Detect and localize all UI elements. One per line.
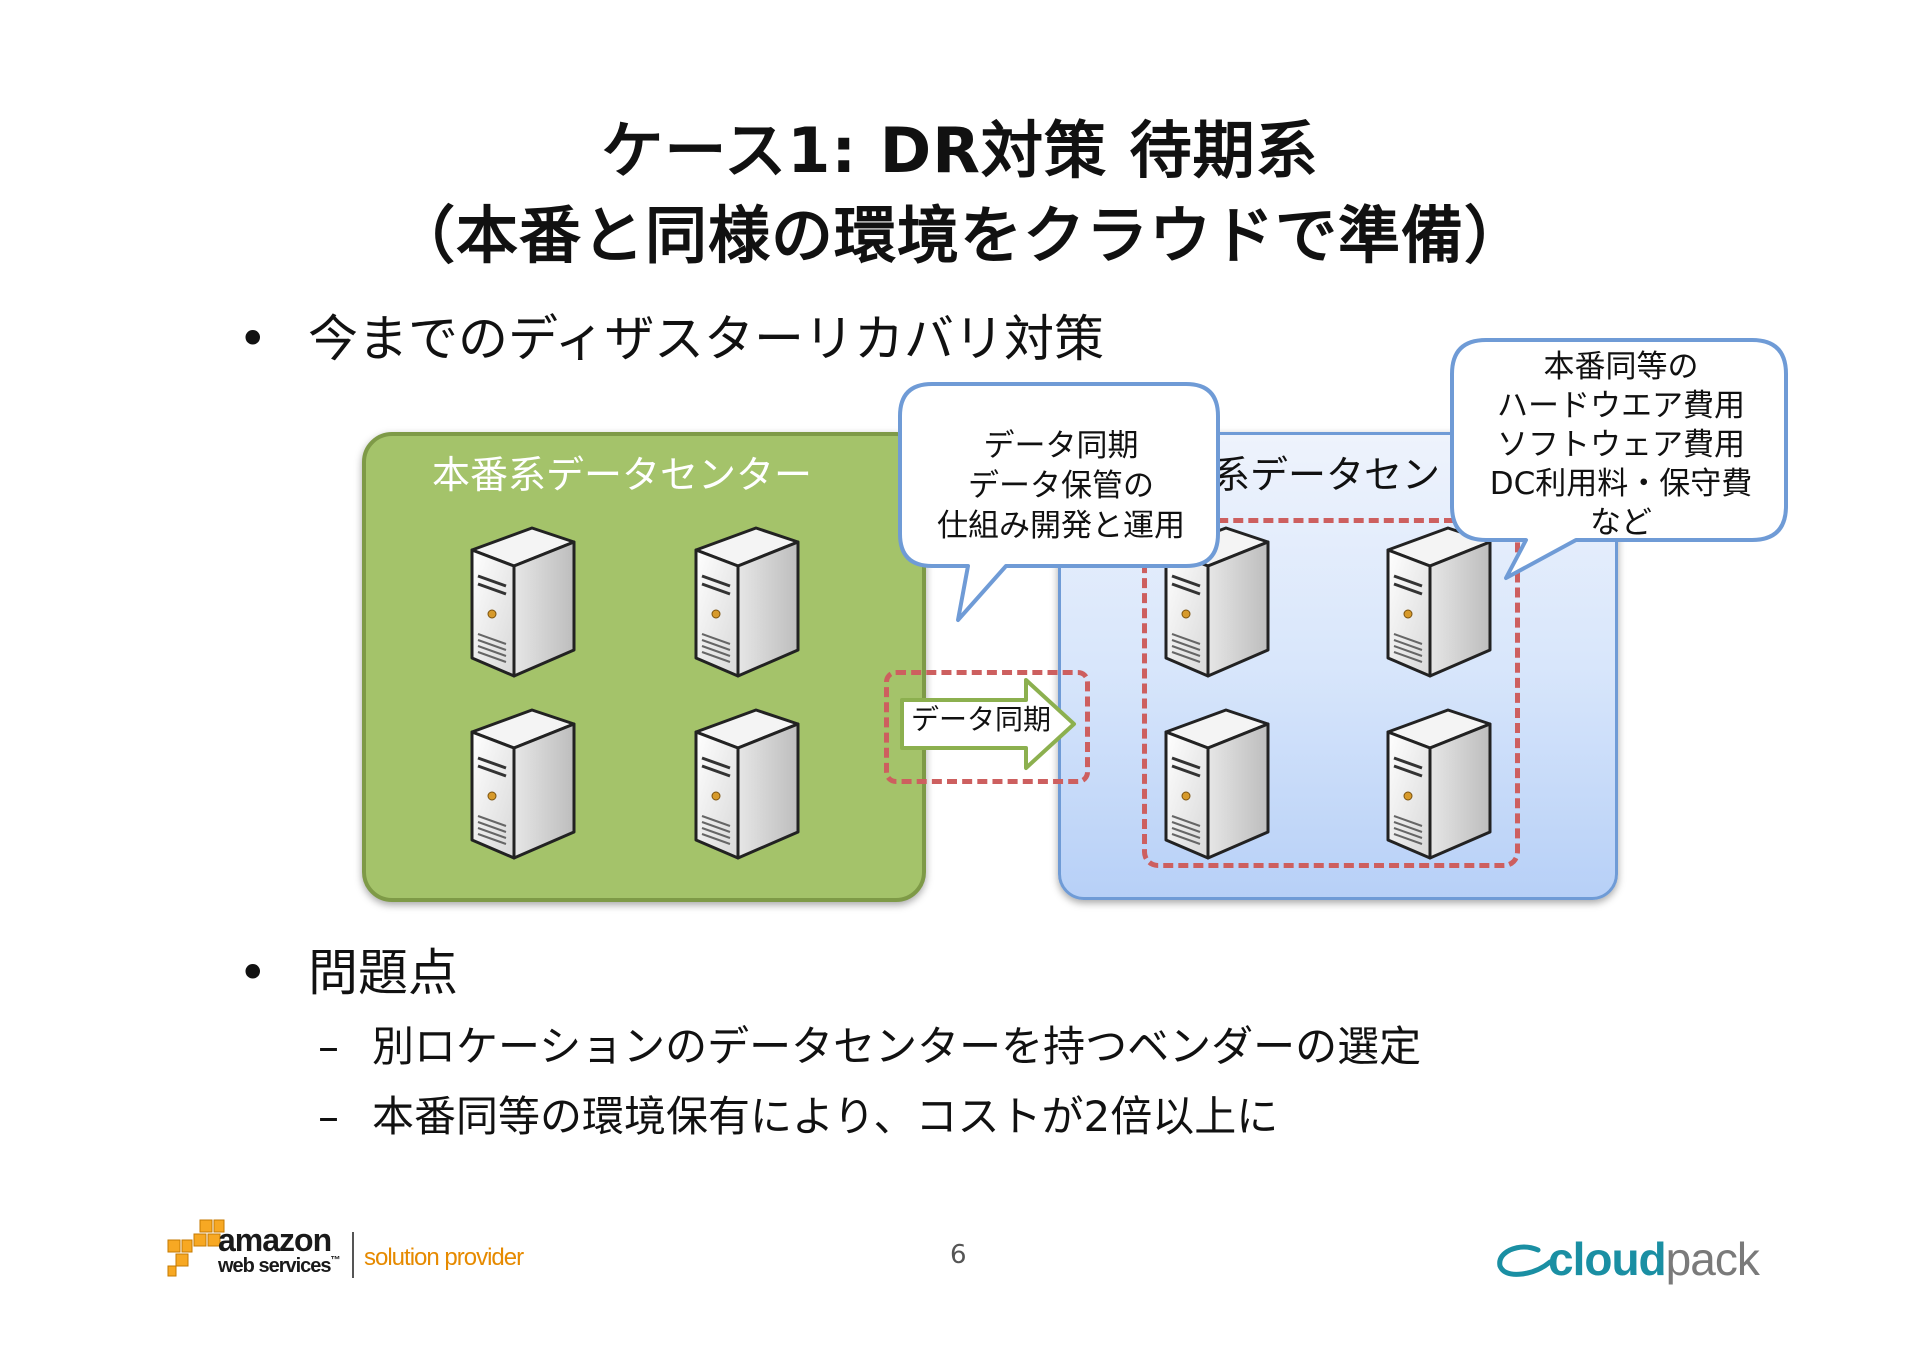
callout-right-line: DC利用料・保守費 [1489,466,1753,502]
server-icon [466,520,578,682]
callout-left-text: データ同期 データ保管の 仕組み開発と運用 [906,426,1216,546]
aws-cubes-icon [167,1219,225,1277]
production-datacenter [362,432,926,902]
server-icon [466,702,578,864]
callout-right-line: 本番同等の [1543,349,1699,385]
cloudpack-swoosh-icon [1497,1244,1553,1277]
sub-marker: – [318,1092,339,1141]
bullet-marker: • [238,944,268,1002]
aws-logo-word2: web services™ [218,1255,341,1277]
callout-right-text: 本番同等の ハードウエア費用 ソフトウェア費用 DC利用料・保守費 など [1456,348,1786,543]
callout-left-bubble [898,382,1220,622]
sub-text: 本番同等の環境保有により、コストが2倍以上に [372,1092,1279,1141]
aws-logo-tm: ™ [330,1255,341,1266]
cloudpack-logo: cloudpack [1548,1233,1760,1285]
standby-dc-label: 系データセン [1212,453,1441,497]
sync-arrow-icon [900,678,1076,770]
production-dc-label: 本番系データセンター [432,453,813,497]
callout-right-line: ハードウエア費用 [1497,388,1745,424]
callout-right-bubble [1450,338,1788,580]
bullet-problems: •問題点 [238,948,458,998]
bullet-text: 今までのディザスターリカバリ対策 [308,310,1104,368]
server-icon [690,702,802,864]
cloudpack-logo-word2: pack [1665,1233,1760,1285]
callout-right-line: など [1590,505,1652,541]
sub-text: 別ロケーションのデータセンターを持つベンダーの選定 [372,1022,1422,1071]
sub-item-cost: –本番同等の環境保有により、コストが2倍以上に [318,1096,1278,1138]
page-number: 6 [950,1240,967,1270]
server-icon [1382,702,1494,864]
sub-marker: – [318,1022,339,1071]
callout-left-line: データ同期 [983,428,1139,464]
server-icon [690,520,802,682]
callout-right-line: ソフトウェア費用 [1497,427,1745,463]
sync-arrow-label: データ同期 [910,703,1051,736]
standby-servers-dashed-box [1142,518,1520,868]
bullet-marker: • [238,310,268,368]
aws-logo-divider [352,1232,354,1278]
aws-logo-word1: amazon [218,1222,332,1258]
aws-logo-services: web services [218,1255,332,1277]
aws-logo-tagline: solution provider [364,1244,524,1271]
title-line-2: （本番と同様の環境をクラウドで準備） [392,199,1527,272]
callout-left-line: データ保管の [968,468,1154,504]
bullet-current-dr: •今までのディザスターリカバリ対策 [238,314,1104,364]
cloudpack-logo-word1: cloud [1548,1233,1667,1285]
sub-item-vendor: –別ロケーションのデータセンターを持つベンダーの選定 [318,1026,1421,1068]
bullet-text: 問題点 [308,944,458,1002]
server-icon [1160,702,1272,864]
title-line-1: ケース1: DR対策 待期系 [601,114,1319,187]
callout-left-line: 仕組み開発と運用 [937,508,1185,544]
sync-dashed-box [884,670,1090,784]
